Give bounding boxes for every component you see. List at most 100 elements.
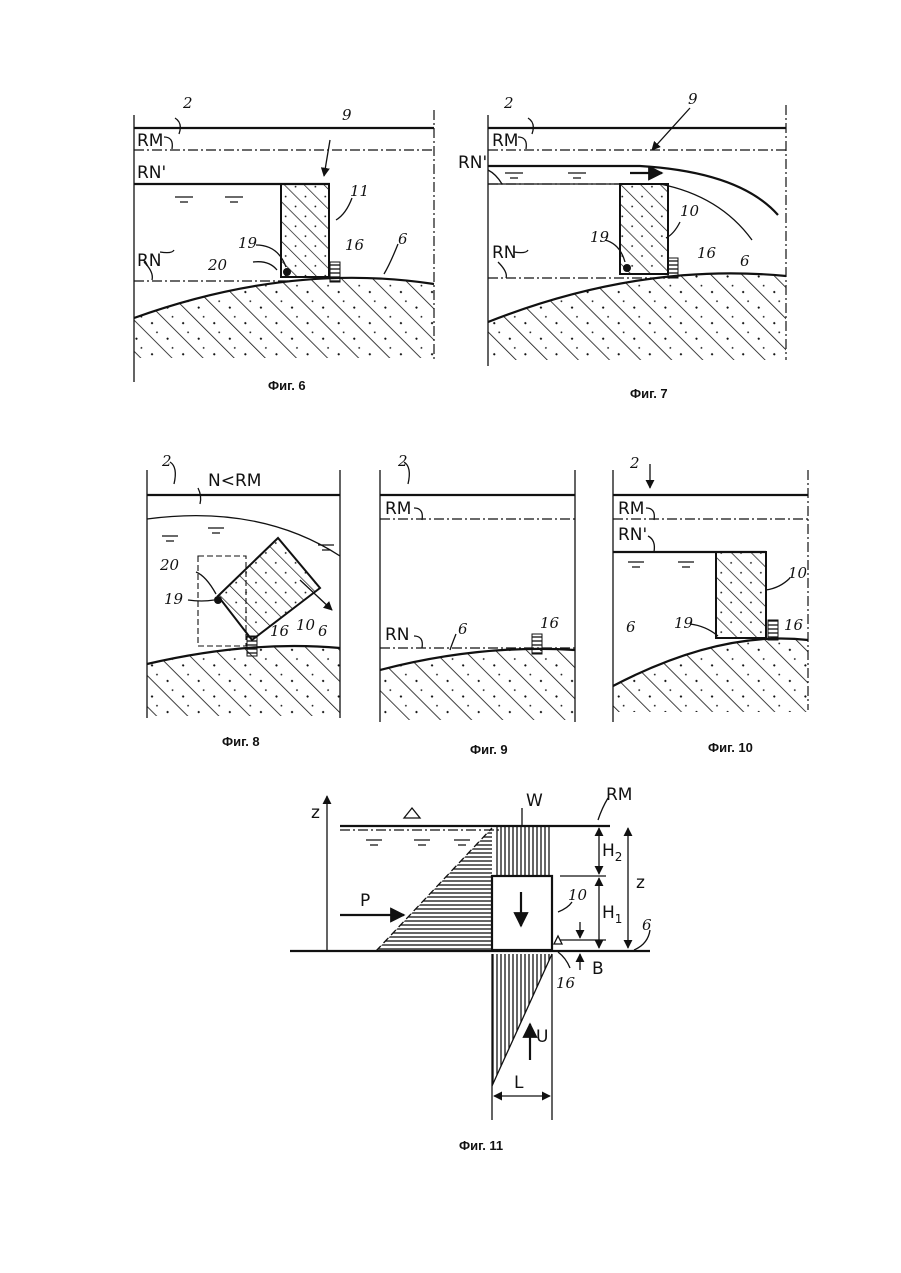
- ref-10: 10: [296, 616, 316, 634]
- rm-label: RM: [606, 785, 632, 805]
- leader-19: [188, 600, 214, 601]
- load-diagram-w: [494, 826, 552, 876]
- ref-9: 9: [342, 106, 352, 124]
- z-axis-label: z: [311, 803, 320, 823]
- ref-16: 16: [697, 244, 717, 262]
- figure-9: 2 RM RN 6 16 Фиг. 9: [380, 452, 575, 757]
- water-symbol: [505, 173, 586, 178]
- leader-2: [175, 118, 180, 134]
- ref-20: 20: [159, 556, 180, 574]
- rm-label: RM: [137, 131, 163, 151]
- h1-label: H1: [602, 903, 622, 926]
- caption-fig-11: Фиг. 11: [459, 1138, 503, 1153]
- ref-6: 6: [642, 916, 652, 934]
- l-label: L: [514, 1073, 524, 1093]
- rn-label: RN: [137, 251, 162, 271]
- pivot-point: [623, 264, 631, 272]
- ref-19: 19: [590, 228, 610, 246]
- ref-16: 16: [270, 622, 290, 640]
- ref-10: 10: [788, 564, 808, 582]
- figure-8: 2 N<RM 20 19 10 16 6 Фиг. 8: [147, 452, 340, 749]
- figure-10: 2 RM RN' 10 6 19 16 Фиг. 10: [613, 454, 808, 755]
- figure-7: 2 RM RN' RN 9 10 19 16 6 Фиг. 7: [458, 90, 786, 401]
- leader-rm: [164, 137, 172, 149]
- figure-11: z W RM H2 H1 z P 10 6 B 16 U L Фиг. 11: [290, 785, 652, 1153]
- z-dimension-label: z: [636, 873, 645, 893]
- ref-2: 2: [397, 452, 408, 470]
- b-label: B: [592, 959, 604, 979]
- rn-prime-label: RN': [458, 153, 487, 173]
- caption-fig-9: Фиг. 9: [470, 742, 508, 757]
- leader-11: [336, 198, 352, 220]
- fuse-block: [716, 552, 766, 638]
- fuse-block: [620, 184, 668, 274]
- ref-6: 6: [740, 252, 750, 270]
- leader-6: [384, 244, 398, 274]
- ref-6: 6: [458, 620, 468, 638]
- stop-element: [330, 262, 340, 282]
- ground-mass: [488, 273, 786, 360]
- ref-19: 19: [674, 614, 694, 632]
- water-symbol: [366, 840, 470, 845]
- ref-16: 16: [345, 236, 365, 254]
- leader-20: [253, 262, 277, 270]
- caption-fig-10: Фиг. 10: [708, 740, 753, 755]
- ground-mass: [134, 278, 434, 358]
- leader-rn-prime: [488, 170, 502, 184]
- leader-rn: [414, 636, 422, 648]
- ref-11: 11: [350, 182, 369, 200]
- pivot-point: [214, 596, 222, 604]
- leader-rm: [414, 508, 422, 520]
- flow-arrow: [324, 140, 330, 176]
- stop-element: [768, 620, 778, 640]
- ref-6: 6: [318, 622, 328, 640]
- leader-rm: [646, 508, 654, 520]
- w-label: W: [526, 791, 543, 811]
- leader-rn-prime: [648, 536, 654, 552]
- ref-2: 2: [182, 94, 193, 112]
- caption-fig-6: Фиг. 6: [268, 378, 306, 393]
- leader-rm: [518, 137, 526, 149]
- u-label: U: [536, 1027, 548, 1047]
- rn-label: RN: [385, 625, 410, 645]
- rn-prime-label: RN': [618, 525, 647, 545]
- ref-16: 16: [540, 614, 560, 632]
- ground-mass: [380, 649, 575, 720]
- level-label: N<RM: [208, 471, 261, 491]
- ref-10: 10: [680, 202, 700, 220]
- ref-6: 6: [398, 230, 408, 248]
- water-symbol: [175, 197, 243, 202]
- leader-19: [690, 624, 718, 636]
- ref-10: 10: [568, 886, 588, 904]
- ground-mass: [613, 638, 808, 712]
- ref-6: 6: [626, 618, 636, 636]
- ref-2: 2: [629, 454, 640, 472]
- caption-fig-7: Фиг. 7: [630, 386, 668, 401]
- rn-label: RN: [492, 243, 517, 263]
- leader-2: [528, 118, 533, 134]
- ground-mass: [147, 646, 340, 716]
- rm-label: RM: [385, 499, 411, 519]
- water-level-symbol: [404, 808, 420, 818]
- water-symbol: [628, 562, 694, 567]
- leader-20: [196, 572, 216, 594]
- caption-fig-8: Фиг. 8: [222, 734, 260, 749]
- fuse-block: [281, 184, 329, 277]
- rm-label: RM: [492, 131, 518, 151]
- ref-19: 19: [164, 590, 184, 608]
- ref-16: 16: [784, 616, 804, 634]
- ref-16: 16: [556, 974, 576, 992]
- stop-element: [668, 258, 678, 278]
- ref-19: 19: [238, 234, 258, 252]
- rm-label: RM: [618, 499, 644, 519]
- leader-10: [766, 578, 790, 590]
- ref-20: 20: [207, 256, 228, 274]
- ref-2: 2: [503, 94, 514, 112]
- ref-9: 9: [688, 90, 698, 108]
- leader-16: [558, 952, 570, 968]
- ref-2: 2: [161, 452, 172, 470]
- rn-prime-label: RN': [137, 163, 166, 183]
- pivot-point: [283, 268, 291, 276]
- h2-label: H2: [602, 841, 622, 864]
